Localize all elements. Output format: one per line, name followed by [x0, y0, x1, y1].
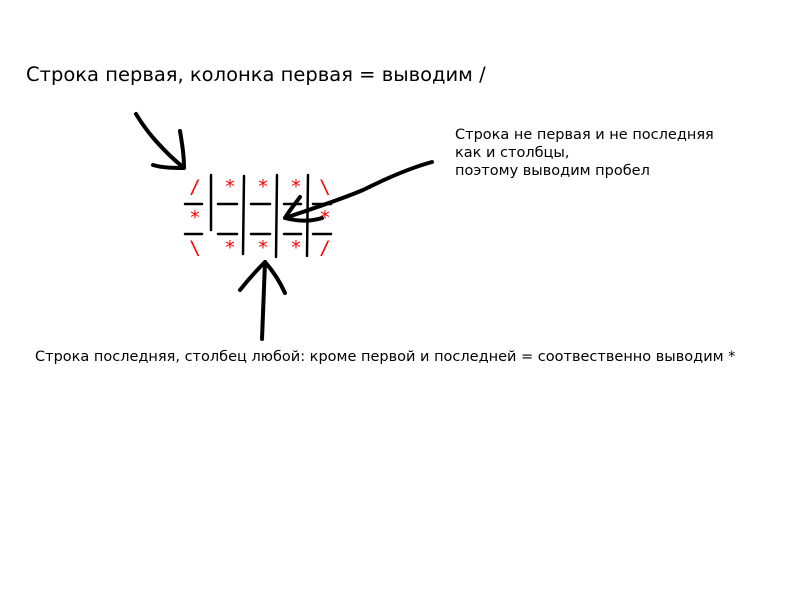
grid-cell-r3-c3: *	[257, 237, 268, 259]
grid-cells: / * * * \ * * \ * * * /	[189, 176, 330, 259]
middle-cells-note-line-2: как и столбцы,	[455, 145, 570, 161]
top-left-arrowhead-icon	[151, 129, 186, 170]
grid-cell-r1-c3: *	[257, 176, 268, 198]
grid-vertical-line	[241, 174, 246, 256]
grid-cell-r1-c5: \	[319, 176, 330, 198]
right-arrow-icon	[283, 160, 434, 220]
bottom-arrowhead-icon	[238, 260, 287, 295]
middle-cells-note: Строка не первая и не последняя как и ст…	[455, 126, 714, 180]
grid-cell-r1-c4: *	[290, 176, 301, 198]
grid-cell-r3-c1: \	[189, 237, 200, 259]
grid-cell-r2-c1: *	[189, 207, 200, 229]
middle-cells-note-line-3: поэтому выводим пробел	[455, 163, 650, 179]
grid-cell-r1-c2: *	[224, 176, 235, 198]
grid-cell-r3-c2: *	[224, 237, 235, 259]
grid-cell-r1-c1: /	[189, 176, 200, 198]
grid-cell-r3-c4: *	[290, 237, 301, 259]
grid-lines	[183, 173, 333, 259]
bottom-arrow-icon	[260, 260, 267, 341]
right-arrowhead-icon	[283, 195, 324, 223]
first-row-first-column-note: Строка первая, колонка первая = выводим …	[26, 63, 486, 86]
arrows	[134, 112, 434, 341]
grid-vertical-line	[305, 173, 310, 258]
middle-cells-note-line-1: Строка не первая и не последняя	[455, 127, 714, 143]
last-row-note: Строка последняя, столбец любой: кроме п…	[35, 349, 736, 365]
grid-cell-r3-c5: /	[319, 237, 330, 259]
grid-vertical-line	[274, 173, 279, 259]
grid-cell-r2-c5: *	[319, 207, 330, 229]
top-left-arrow-icon	[134, 112, 185, 169]
